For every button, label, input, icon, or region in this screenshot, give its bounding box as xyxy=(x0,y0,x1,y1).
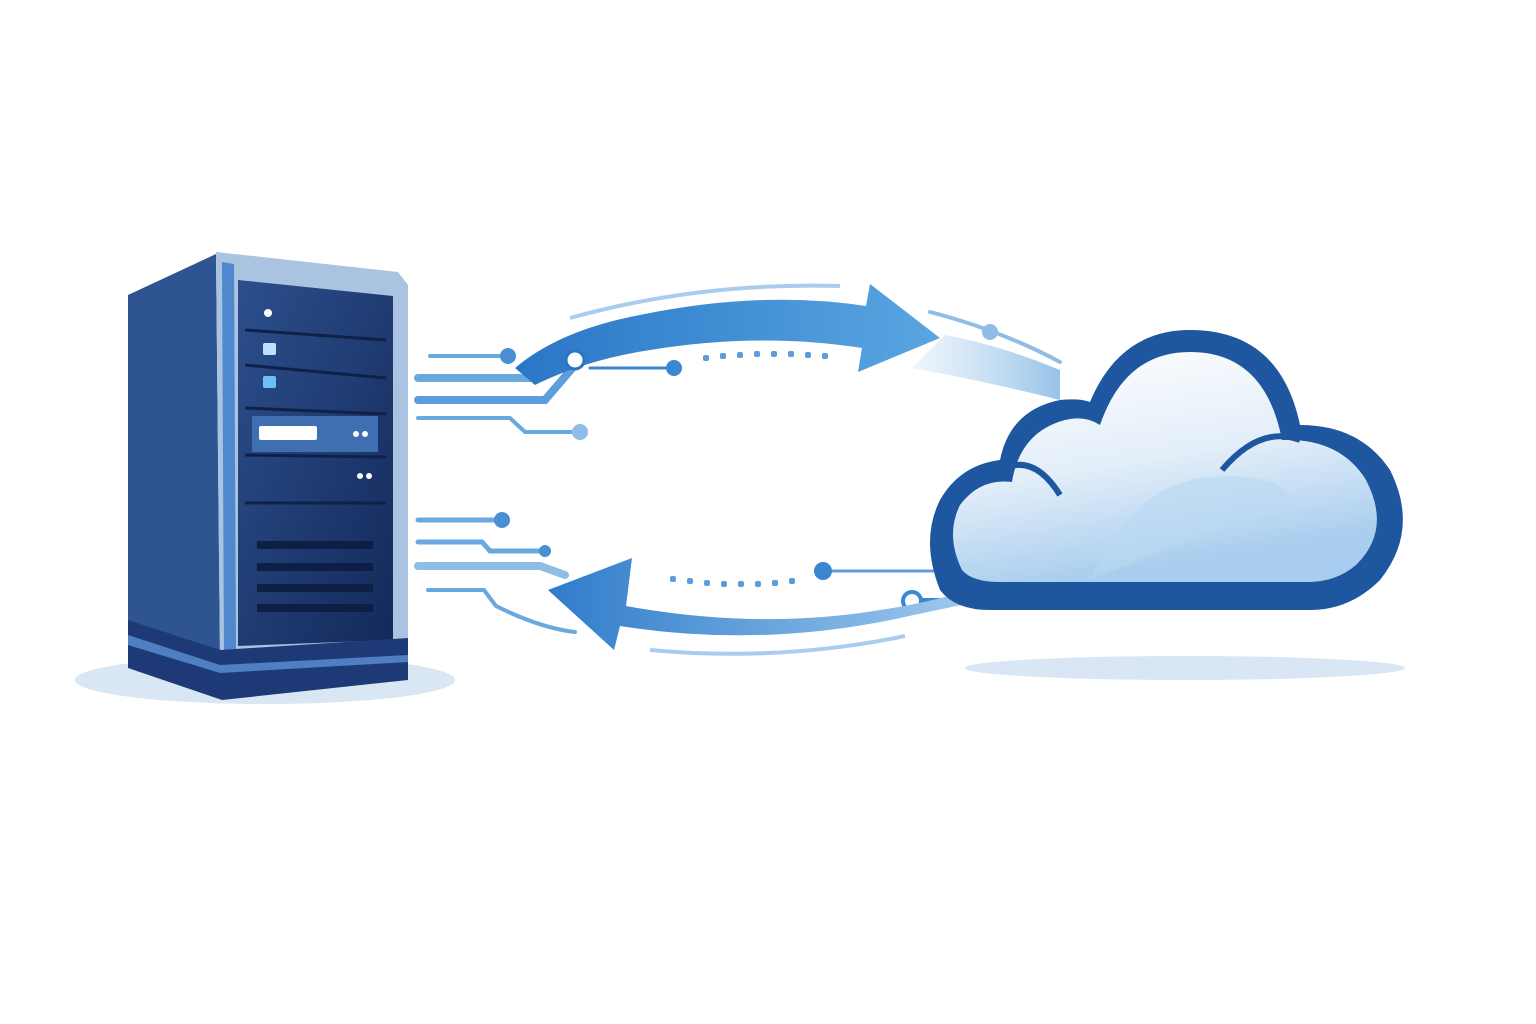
server-side-panel xyxy=(128,254,220,655)
server-tower-icon xyxy=(75,252,455,704)
server-led xyxy=(357,473,363,479)
server-status-light-bar xyxy=(259,426,317,440)
server-led xyxy=(263,343,276,355)
cloud-icon xyxy=(930,330,1405,680)
data-connector-lines xyxy=(414,310,1062,634)
server-base xyxy=(128,620,408,700)
sync-arrow-to-cloud-icon xyxy=(515,283,1060,400)
server-bay-dividers xyxy=(244,328,387,505)
server-led xyxy=(353,431,359,437)
server-led xyxy=(366,473,372,479)
server-led xyxy=(264,309,272,317)
dotted-data-line xyxy=(703,351,828,361)
cloud-shadow xyxy=(965,656,1405,680)
server-led xyxy=(263,376,276,388)
server-front-stripe xyxy=(222,262,236,651)
server-vent-slots xyxy=(257,541,373,612)
server-base-stripe xyxy=(128,635,408,673)
dotted-data-line xyxy=(670,576,795,587)
server-front-panel xyxy=(238,280,393,646)
server-led xyxy=(362,431,368,437)
sync-arrow-to-server-icon xyxy=(548,558,1010,656)
